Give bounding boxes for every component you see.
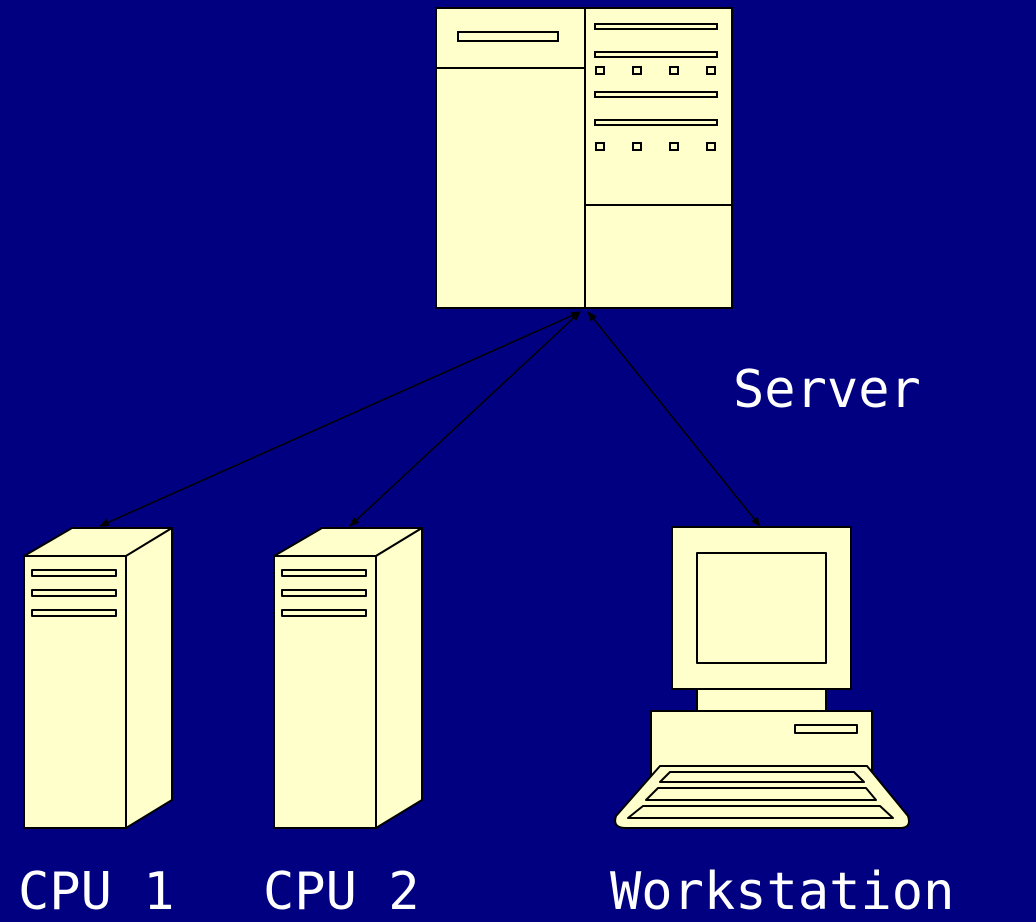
connections bbox=[99, 311, 761, 527]
workstation-icon bbox=[614, 526, 910, 829]
connector-server-cpu2 bbox=[349, 311, 581, 527]
connector-server-cpu1 bbox=[99, 311, 581, 527]
workstation-label: Workstation bbox=[610, 862, 955, 922]
server-label: Server bbox=[733, 360, 921, 420]
connector-server-workstation bbox=[587, 311, 761, 527]
cpu2-label: CPU 2 bbox=[263, 862, 420, 922]
server-icon bbox=[435, 7, 733, 309]
cpu2-tower-icon bbox=[273, 527, 423, 829]
cpu1-tower-icon bbox=[23, 527, 173, 829]
cpu1-label: CPU 1 bbox=[18, 862, 175, 922]
